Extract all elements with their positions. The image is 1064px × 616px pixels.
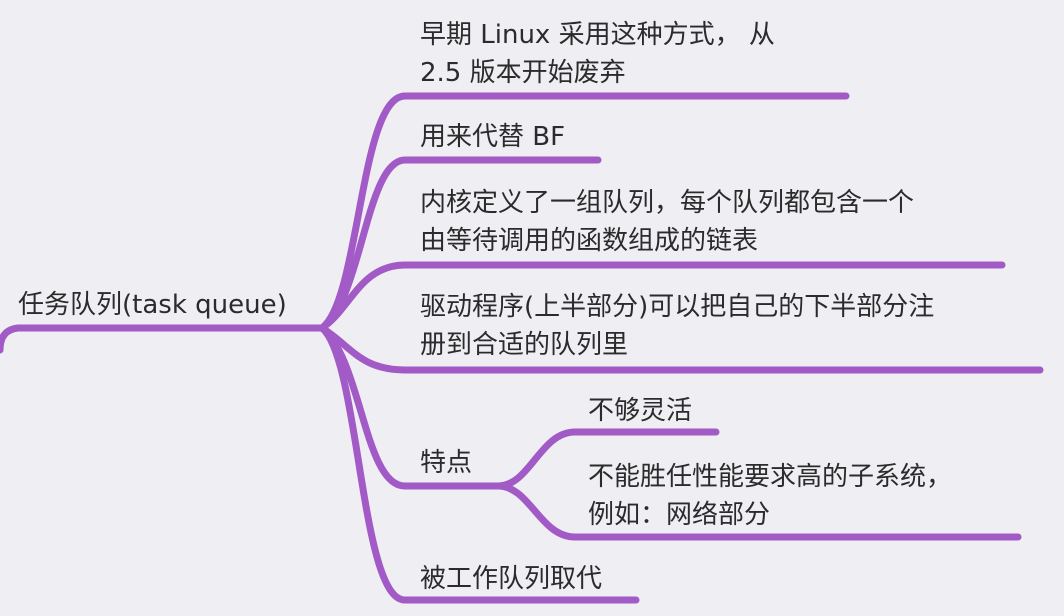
- node-line: 不够灵活: [588, 396, 693, 426]
- child-connector-2: [494, 482, 1022, 541]
- node-line: 例如：网络部分: [588, 500, 771, 530]
- node-line: 驱动程序(上半部分)可以把自己的下半部分注: [420, 292, 935, 322]
- branch-connector-6: [318, 324, 640, 604]
- mindmap-node-early-linux[interactable]: 早期 Linux 采用这种方式， 从 2.5 版本开始废弃: [420, 16, 775, 92]
- node-line: 特点: [420, 448, 473, 478]
- mindmap-node-kernel-queues[interactable]: 内核定义了一组队列，每个队列都包含一个 由等待调用的函数组成的链表: [420, 184, 914, 260]
- mindmap-node-replaced-by-workqueue[interactable]: 被工作队列取代: [420, 560, 602, 598]
- node-line: 被工作队列取代: [420, 564, 603, 594]
- mindmap-node-features[interactable]: 特点: [420, 444, 472, 482]
- root-underline: [0, 324, 326, 354]
- node-line: 由等待调用的函数组成的链表: [420, 226, 759, 256]
- mindmap-node-not-performant[interactable]: 不能胜任性能要求高的子系统， 例如：网络部分: [588, 458, 952, 534]
- node-line: 用来代替 BF: [420, 122, 566, 152]
- mindmap-root[interactable]: 任务队列(task queue): [18, 290, 287, 320]
- node-line: 册到合适的队列里: [420, 330, 629, 360]
- branch-connector-3: [318, 261, 1006, 332]
- mindmap-node-not-flexible[interactable]: 不够灵活: [588, 392, 692, 430]
- node-line: 内核定义了一组队列，每个队列都包含一个: [420, 188, 915, 218]
- child-connector-1: [494, 428, 720, 490]
- mindmap-node-driver-register[interactable]: 驱动程序(上半部分)可以把自己的下半部分注 册到合适的队列里: [420, 288, 934, 364]
- mindmap-node-replace-bf[interactable]: 用来代替 BF: [420, 118, 565, 156]
- node-line: 2.5 版本开始废弃: [420, 58, 626, 88]
- node-line: 早期 Linux 采用这种方式， 从: [420, 20, 775, 50]
- node-line: 不能胜任性能要求高的子系统，: [588, 462, 953, 492]
